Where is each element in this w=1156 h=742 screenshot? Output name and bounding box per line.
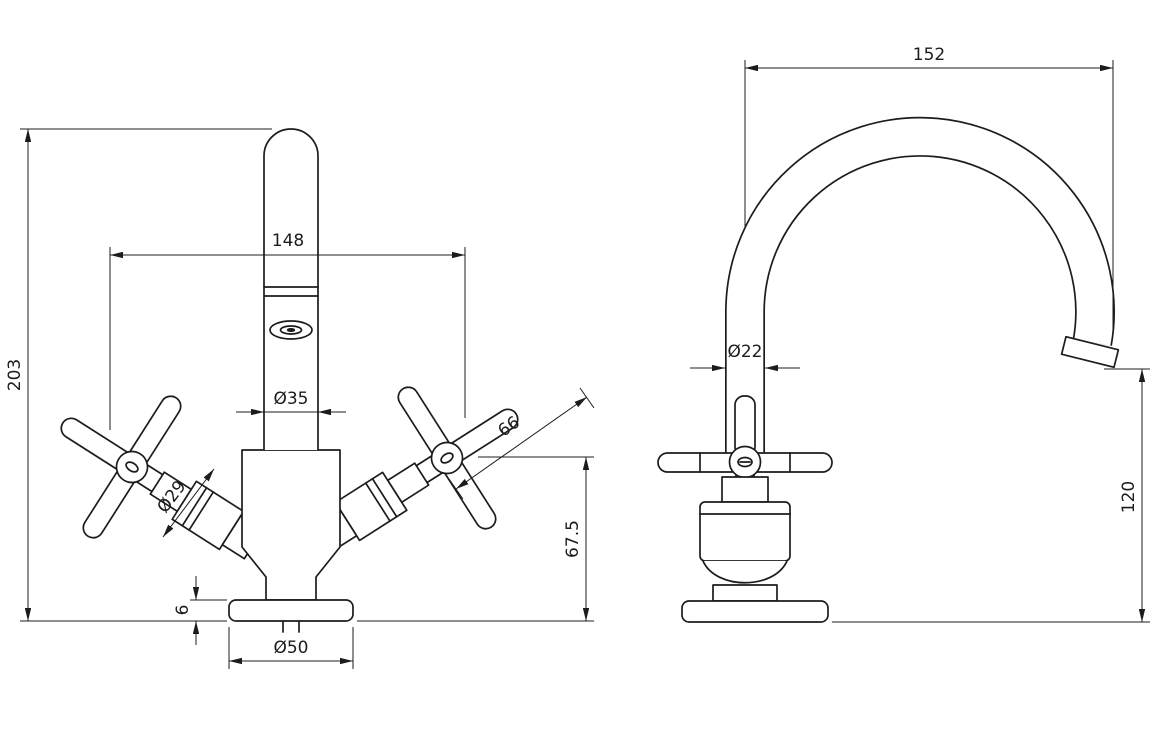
base-plate-front <box>228 599 354 622</box>
dim-label-spout-reach: 152 <box>913 45 945 65</box>
dim-label-base-thickness: 6 <box>173 605 193 616</box>
dim-label-base-diameter: Ø50 <box>273 638 308 658</box>
dim-label-spout-tube-diameter: Ø22 <box>727 342 762 362</box>
front-view <box>60 128 519 633</box>
spout-outlet-slot <box>286 328 296 333</box>
dim-spout-diameter: Ø35 <box>236 389 346 416</box>
dim-label-spout-diameter: Ø35 <box>273 389 308 409</box>
dimension-line <box>162 468 215 538</box>
dim-label-spout-height: 120 <box>1119 481 1139 513</box>
side-handle-hub-detail <box>737 456 753 468</box>
swan-neck-spout-bore <box>726 118 1114 455</box>
dim-base-thickness: 6 <box>173 576 227 645</box>
dim-label-overall-height: 203 <box>5 359 25 391</box>
right-valve-flange-line <box>371 477 398 518</box>
dim-label-overall-width: 148 <box>272 231 304 251</box>
dim-overall-width: 148 <box>109 231 466 430</box>
spout-outlet-inner-ellipse <box>279 325 303 335</box>
side-body-neck <box>721 476 769 503</box>
mixer-body <box>241 449 341 601</box>
dimension-line <box>455 396 588 490</box>
side-body-skirt <box>712 584 778 602</box>
spout-column <box>263 128 319 450</box>
left-handle-hub-detail <box>125 461 139 473</box>
dim-body-height: 67.5 <box>357 456 594 622</box>
dim-label-body-height: 67.5 <box>563 520 583 558</box>
dim-base-diameter: Ø50 <box>228 627 354 669</box>
side-body-cylinder <box>699 501 791 562</box>
base-plate-side <box>681 600 829 623</box>
dim-overall-height: 203 <box>5 128 272 622</box>
left-handle-hub <box>115 450 149 484</box>
dim-spout-height: 120 <box>832 368 1150 623</box>
spout-outlet-ellipse <box>269 320 313 340</box>
side-view <box>657 116 1120 623</box>
dim-spout-tube-diameter: Ø22 <box>690 342 800 372</box>
spout-tip-aerator <box>1060 335 1120 369</box>
side-body-dome <box>702 560 788 584</box>
right-valve-flange-line-2 <box>364 482 391 522</box>
right-handle-hub-detail <box>440 452 454 464</box>
dim-spout-reach: 152 <box>744 45 1114 334</box>
extension-line <box>579 387 595 409</box>
spout-tip-aerator-cap <box>1060 335 1120 369</box>
